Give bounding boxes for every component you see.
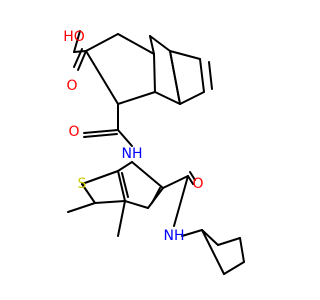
amide-nh-label: NH <box>122 146 143 162</box>
bond-0 <box>85 33 119 52</box>
acid-carbonyl-oxygen-label: O <box>66 78 77 94</box>
bond-35 <box>187 175 194 185</box>
bond-12 <box>169 50 181 105</box>
bond-15 <box>73 30 81 53</box>
bond-34 <box>162 175 189 189</box>
bond-4 <box>169 50 201 60</box>
bond-9 <box>153 53 156 93</box>
bond-41 <box>239 237 245 263</box>
bond-30 <box>81 183 96 204</box>
bond-32 <box>67 202 96 213</box>
bond-27 <box>151 187 161 204</box>
bond-23 <box>117 170 126 202</box>
bond-36 <box>189 171 196 181</box>
bond-3 <box>149 35 171 52</box>
carboxamide-nh-label: NH <box>164 228 185 244</box>
molecule-drawing: HO O O NH S O NH <box>63 29 245 275</box>
bond-17 <box>73 48 83 68</box>
thiophene-sulfur-label: S <box>78 176 87 192</box>
atom-label-layer: HO O O NH S O NH <box>63 29 203 244</box>
bond-26 <box>131 161 164 189</box>
bond-42 <box>223 261 245 275</box>
bond-37 <box>173 175 189 227</box>
bond-13 <box>208 61 213 90</box>
bond-21 <box>117 129 133 147</box>
bond-33 <box>117 200 126 237</box>
bond-layer <box>67 30 245 275</box>
bond-43 <box>201 229 225 275</box>
bond-40 <box>217 237 241 246</box>
bond-8 <box>154 91 181 105</box>
bond-5 <box>199 58 205 93</box>
bond-1 <box>117 33 155 55</box>
bond-38 <box>181 229 203 237</box>
bond-2 <box>149 35 155 55</box>
structure-canvas: HO O O NH S O NH <box>63 29 245 275</box>
acid-hydroxyl-label: HO <box>63 29 85 45</box>
bond-11 <box>85 50 119 105</box>
bond-28 <box>121 172 129 198</box>
bond-24 <box>124 200 149 209</box>
bond-20 <box>83 133 118 138</box>
bond-29 <box>81 170 119 185</box>
bond-31 <box>94 200 126 204</box>
bond-39 <box>201 229 219 246</box>
bond-19 <box>83 129 119 134</box>
bond-6 <box>179 91 205 105</box>
bond-10 <box>117 91 156 105</box>
carboxamide-oxygen-label: O <box>192 176 203 192</box>
amide-carbonyl-oxygen-label: O <box>68 124 79 140</box>
bond-16 <box>77 50 87 71</box>
bond-22 <box>117 161 133 172</box>
